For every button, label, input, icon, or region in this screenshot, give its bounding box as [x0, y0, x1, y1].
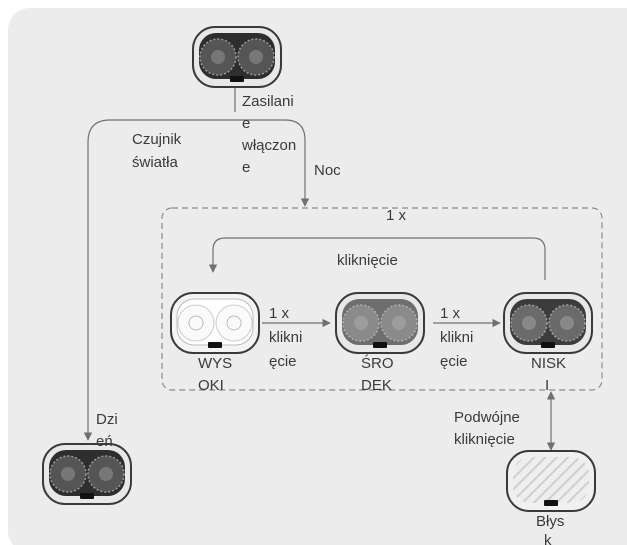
power-on-label-line1: Zasilani: [242, 93, 294, 110]
day-label: Dzi eń: [96, 411, 118, 450]
day-label-line2: eń: [96, 433, 113, 450]
device-low-icon: [503, 292, 593, 354]
click1-line2: klikni: [269, 329, 302, 346]
device-flash-icon: [506, 450, 596, 512]
light-sensor-label-line1: Czujnik: [132, 131, 182, 148]
device-high-icon: [170, 292, 260, 354]
low-label-line2: I: [545, 377, 549, 394]
low-label: NISK I: [531, 355, 566, 394]
connector-to-day: [83, 119, 235, 441]
connector-to-night: [235, 119, 310, 207]
click2-line2: klikni: [440, 329, 473, 346]
click-mid-to-low-label: 1 x klikni ęcie: [440, 305, 473, 370]
high-label: WYS OKI: [198, 355, 232, 394]
power-on-label-line2: e: [242, 115, 250, 132]
click1-line3: ęcie: [269, 353, 297, 370]
day-label-line1: Dzi: [96, 411, 118, 428]
click2-line3: ęcie: [440, 353, 468, 370]
mid-label-line2: DEK: [361, 377, 392, 394]
device-mid-icon: [335, 292, 425, 354]
mid-label-line1: ŚRO: [361, 354, 394, 372]
power-on-label-line3: włączon: [241, 137, 296, 154]
night-label: Noc: [314, 162, 341, 179]
low-label-line1: NISK: [531, 355, 566, 372]
double-click-label: Podwójne kliknięcie: [454, 409, 520, 448]
flash-label-line2: k: [544, 532, 552, 545]
click2-line1: 1 x: [440, 305, 461, 322]
click1-line1: 1 x: [269, 305, 290, 322]
group-click-count: 1 x: [386, 207, 407, 224]
high-label-line2: OKI: [198, 377, 224, 394]
high-label-line1: WYS: [198, 355, 232, 372]
medium-label: ŚRO DEK: [361, 354, 394, 394]
power-on-label-line4: e: [242, 159, 250, 176]
click-high-to-mid-label: 1 x klikni ęcie: [269, 305, 302, 370]
flash-label-line1: Błys: [536, 513, 564, 530]
light-sensor-label-line2: światła: [132, 154, 179, 171]
double-click-line2: kliknięcie: [454, 431, 515, 448]
connector-cycle-back: [208, 237, 546, 280]
power-on-label: Zasilani e włączon e: [241, 93, 296, 176]
device-top-icon: [192, 26, 282, 88]
device-day-icon: [42, 443, 132, 505]
group-click-label: kliknięcie: [337, 252, 398, 269]
brightness-group-box: [161, 207, 603, 391]
light-sensor-label: Czujnik światła: [132, 131, 182, 171]
background-panel: [8, 8, 627, 545]
flash-label: Błys k: [536, 513, 564, 545]
double-click-line1: Podwójne: [454, 409, 520, 426]
